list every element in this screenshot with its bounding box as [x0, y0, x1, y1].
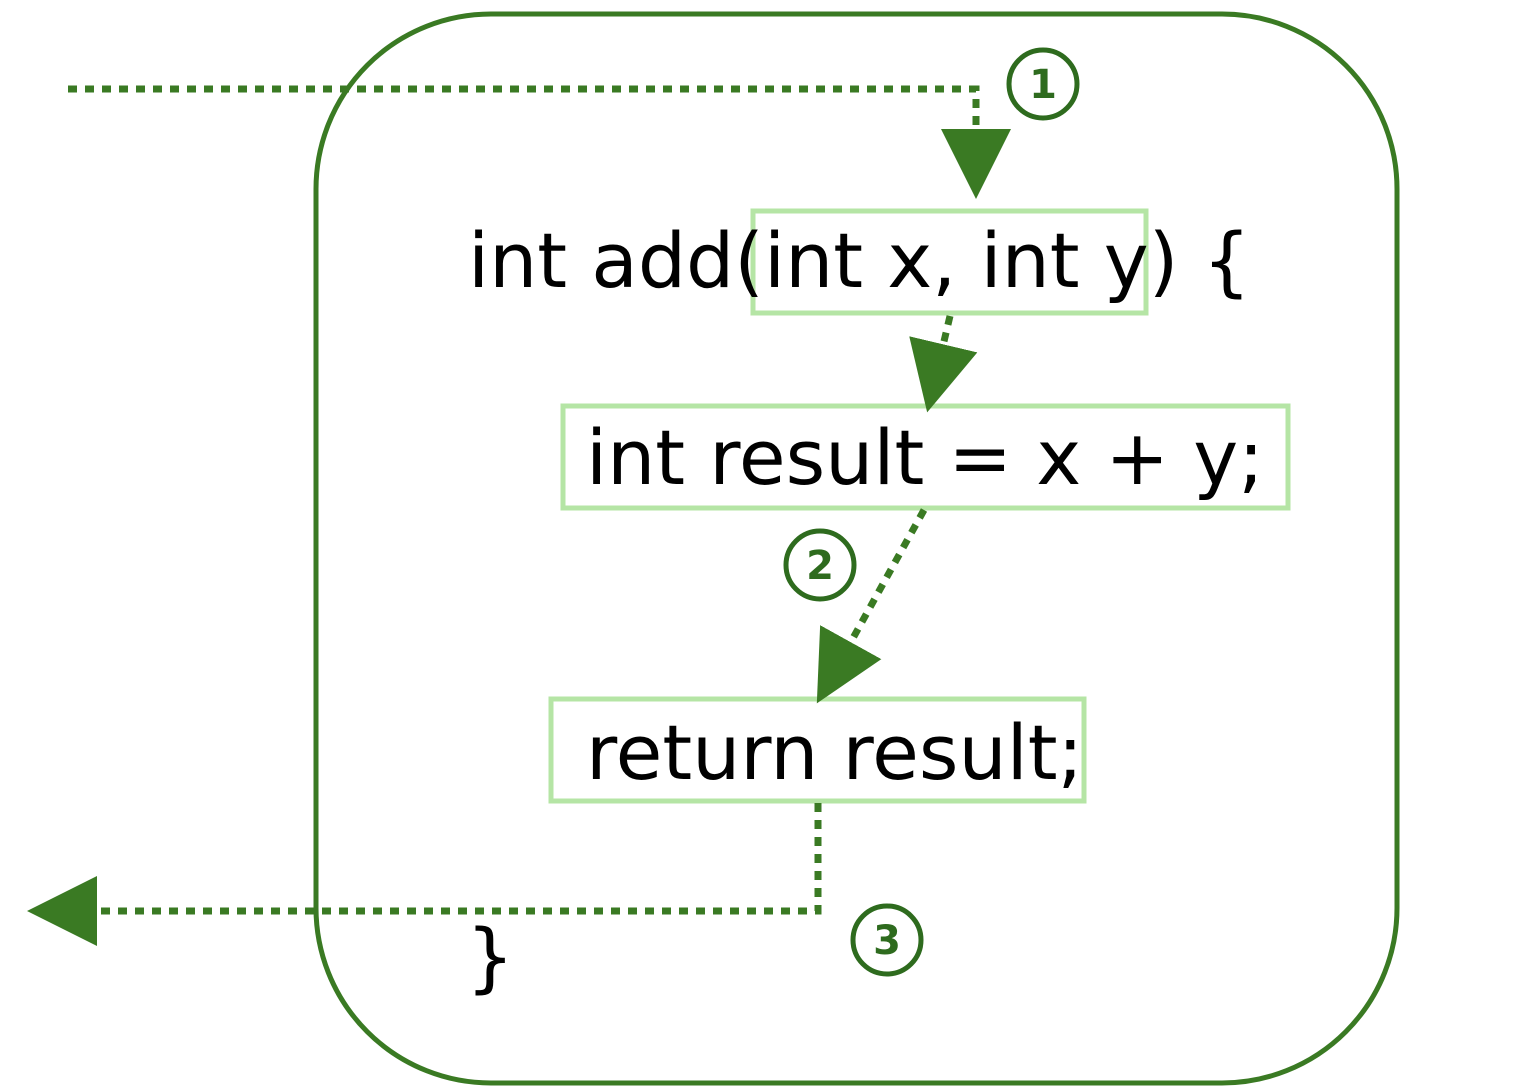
step-1-badge: 1 [1006, 47, 1080, 121]
function-frame [313, 11, 1400, 1086]
step-3-label: 3 [873, 918, 901, 964]
step-2-badge: 2 [783, 528, 857, 602]
step-3-badge: 3 [850, 903, 924, 977]
function-signature-text: int add(int x, int y) { [468, 216, 1251, 305]
params-to-assignment-arrow [909, 315, 978, 413]
step-1-label: 1 [1029, 62, 1057, 108]
call-entry-arrow [68, 85, 1011, 199]
return-statement-text: return result; [586, 708, 1083, 797]
parameters-highlight-box [750, 208, 1149, 316]
closing-brace-text: } [466, 912, 514, 1001]
step-2-label: 2 [806, 543, 834, 589]
assignment-statement-text: int result = x + y; [586, 413, 1264, 502]
return-exit-arrow [27, 803, 822, 946]
